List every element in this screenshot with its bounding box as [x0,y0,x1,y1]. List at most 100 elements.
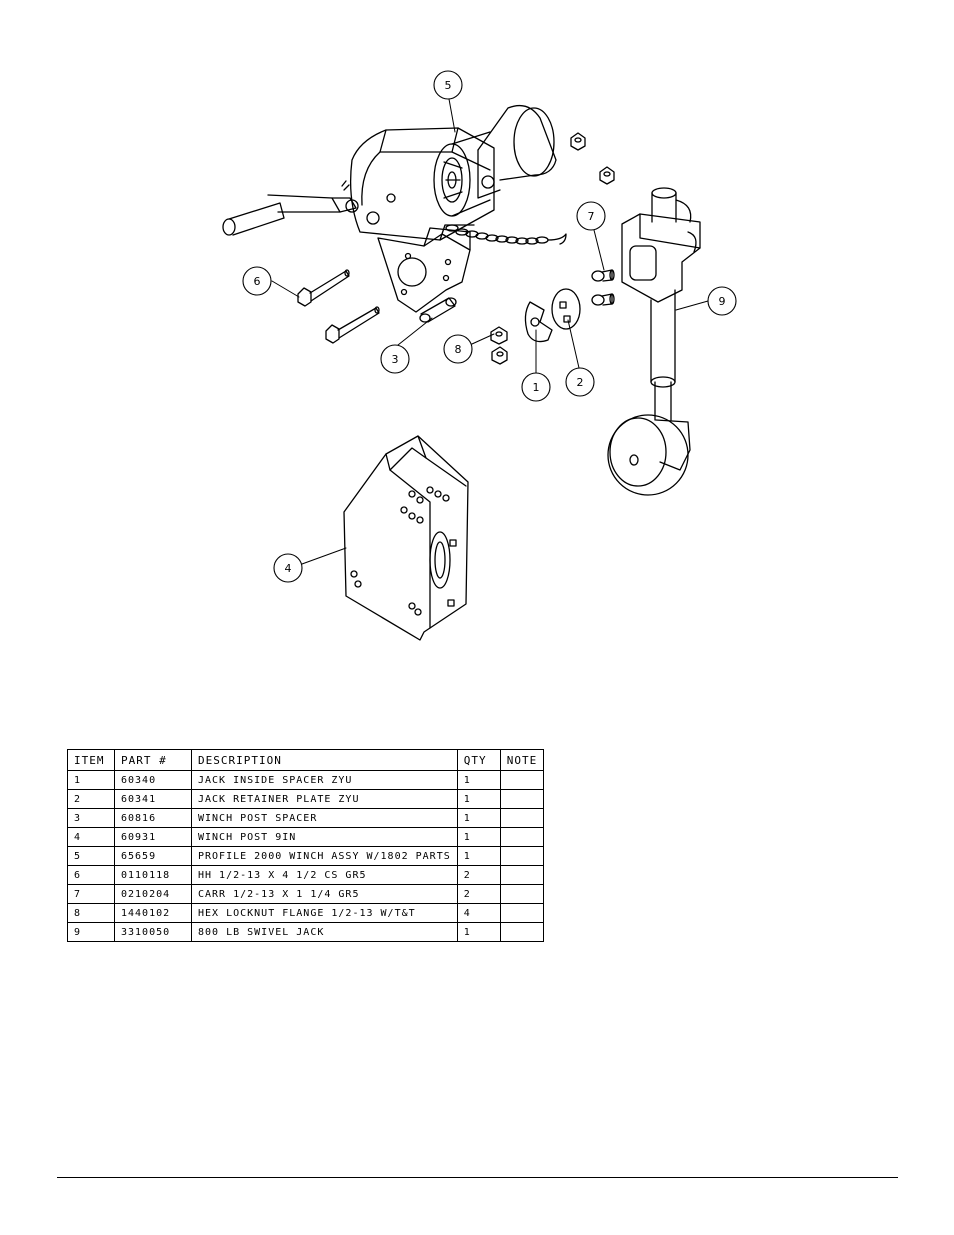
swivel-jack-part [607,187,701,496]
cell-part: 1440102 [114,903,192,923]
cell-desc: 800 LB SWIVEL JACK [191,922,458,942]
callout-4-label: 4 [285,562,292,575]
jack-tube [650,289,676,421]
hex-bolt-lower [325,306,380,344]
header-note: NOTE [499,749,545,771]
table-row: 4 60931 WINCH POST 9IN 1 [67,827,545,847]
cell-item: 9 [67,922,115,942]
exploded-assembly-drawing: 5 7 6 3 8 1 2 9 [222,70,737,641]
winch-bow-stop [477,104,557,199]
cell-qty: 1 [456,789,501,809]
cell-part: 60341 [114,789,192,809]
cell-part: 60816 [114,808,192,828]
table-row: 7 0210204 CARR 1/2-13 X 1 1/4 GR5 2 [67,884,545,904]
leader-8 [471,333,495,345]
cell-qty: 1 [456,770,501,790]
locknut-2 [491,346,508,365]
cell-desc: CARR 1/2-13 X 1 1/4 GR5 [191,884,458,904]
header-item: ITEM [67,749,115,771]
cell-note [499,884,545,904]
cell-desc: WINCH POST 9IN [191,827,458,847]
jack-swivel-bracket [621,213,701,303]
cell-qty: 1 [456,808,501,828]
winch-post-spacer-part [419,297,457,323]
table-row: 9 3310050 800 LB SWIVEL JACK 1 [67,922,545,942]
cell-qty: 1 [456,827,501,847]
carriage-bolts-part [591,269,615,306]
winch-assembly-part [222,104,567,313]
callout-9: 9 [707,286,737,316]
cell-desc: HEX LOCKNUT FLANGE 1/2-13 W/T&T [191,903,458,923]
leader-5 [448,98,456,133]
callout-8: 8 [443,334,473,364]
cell-part: 3310050 [114,922,192,942]
winch-housing [350,127,495,241]
cell-note [499,903,545,923]
callout-7: 7 [576,201,606,231]
cell-note [499,922,545,942]
cell-note [499,846,545,866]
callout-3-label: 3 [392,353,399,366]
winch-chain [445,224,567,245]
cell-note [499,865,545,885]
table-row: 6 0110118 HH 1/2-13 X 4 1/2 CS GR5 2 [67,865,545,885]
winch-drum [433,131,491,217]
cell-item: 4 [67,827,115,847]
callout-5-label: 5 [445,79,452,92]
winch-mount-bracket [377,227,471,313]
hex-locknuts-part [490,132,615,365]
jack-handle-top [651,187,692,223]
cell-item: 5 [67,846,115,866]
callout-5: 5 [433,70,463,100]
cell-qty: 1 [456,922,501,942]
cell-note [499,827,545,847]
cell-qty: 4 [456,903,501,923]
locknut-1 [490,326,508,345]
cell-desc: JACK RETAINER PLATE ZYU [191,789,458,809]
callout-8-label: 8 [455,343,462,356]
callout-6-label: 6 [254,275,261,288]
cell-part: 60931 [114,827,192,847]
jack-inside-spacer-part [524,301,553,343]
table-row: 8 1440102 HEX LOCKNUT FLANGE 1/2-13 W/T&… [67,903,545,923]
cell-note [499,789,545,809]
carriage-bolt-1 [591,269,615,282]
cell-desc: HH 1/2-13 X 4 1/2 CS GR5 [191,865,458,885]
cell-part: 0210204 [114,884,192,904]
cell-part: 65659 [114,846,192,866]
table-row: 2 60341 JACK RETAINER PLATE ZYU 1 [67,789,545,809]
cell-item: 8 [67,903,115,923]
leader-3 [397,317,433,346]
table-header-row: ITEM PART # DESCRIPTION QTY NOTE [67,749,545,771]
carriage-bolt-2 [591,293,615,306]
cell-item: 7 [67,884,115,904]
callout-2: 2 [565,367,595,397]
callout-leaders [271,98,709,565]
header-qty: QTY [456,749,501,771]
callout-6: 6 [242,266,272,296]
cell-qty: 1 [456,846,501,866]
locknut-4 [599,166,615,185]
cell-part: 60340 [114,770,192,790]
header-description: DESCRIPTION [191,749,458,771]
callout-bubbles: 5 7 6 3 8 1 2 9 [242,70,737,583]
cell-part: 0110118 [114,865,192,885]
cell-desc: PROFILE 2000 WINCH ASSY W/1802 PARTS [191,846,458,866]
winch-handle [222,180,359,236]
leader-7 [593,229,605,271]
cell-item: 2 [67,789,115,809]
callout-9-label: 9 [719,295,726,308]
callout-2-label: 2 [577,376,584,389]
hex-bolts-part [297,269,380,344]
winch-post-part [343,435,469,641]
leader-9 [675,300,709,311]
callout-7-label: 7 [588,210,595,223]
parts-list-table: ITEM PART # DESCRIPTION QTY NOTE 1 60340… [67,749,545,942]
cell-desc: JACK INSIDE SPACER ZYU [191,770,458,790]
callout-1: 1 [521,372,551,402]
callout-1-label: 1 [533,381,540,394]
cell-qty: 2 [456,884,501,904]
cell-qty: 2 [456,865,501,885]
leader-6 [271,280,300,298]
table-row: 3 60816 WINCH POST SPACER 1 [67,808,545,828]
